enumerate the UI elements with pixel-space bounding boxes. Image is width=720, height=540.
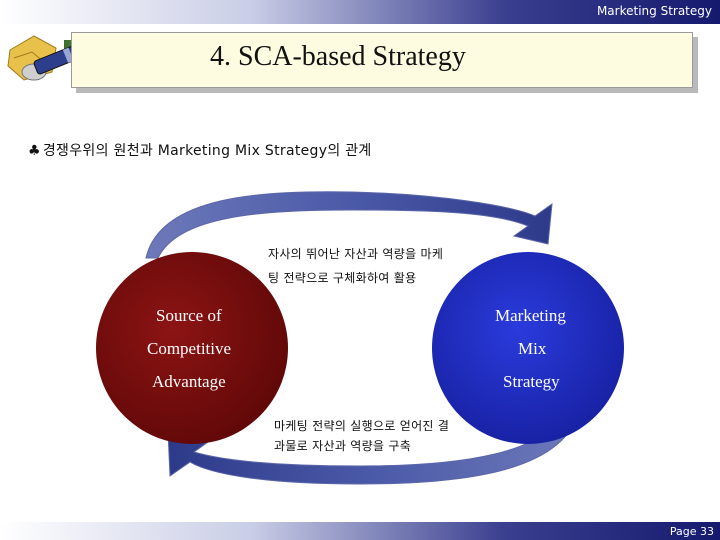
left-circle-line-2: Competitive (147, 339, 232, 358)
page-number: Page 33 (669, 525, 714, 538)
top-note-line-1: 자사의 뛰어난 자산과 역량을 마케 (268, 247, 444, 261)
title-box: 4. SCA-based Strategy (71, 32, 693, 88)
left-circle-line-3: Advantage (152, 372, 226, 391)
bottom-note-line-2: 과물로 자산과 역량을 구축 (274, 439, 412, 453)
right-circle-line-2: Mix (518, 339, 547, 358)
bottom-cycle-arrow (167, 407, 581, 485)
left-circle (96, 252, 288, 444)
top-note-line-2: 팅 전략으로 구체화하여 활용 (268, 271, 417, 285)
club-bullet-icon: ♣ (28, 143, 41, 159)
top-cycle-arrow (145, 191, 553, 259)
header-bar: Marketing Strategy (0, 0, 720, 24)
page-title: 4. SCA-based Strategy (210, 41, 466, 72)
right-circle-line-1: Marketing (495, 306, 566, 325)
header-title: Marketing Strategy (596, 4, 712, 18)
bottom-note-line-1: 마케팅 전략의 실행으로 얻어진 결 (274, 419, 450, 433)
right-circle (432, 252, 624, 444)
subtitle-text: 경쟁우위의 원천과 Marketing Mix Strategy의 관계 (42, 143, 372, 159)
top-note: 자사의 뛰어난 자산과 역량을 마케 팅 전략으로 구체화하여 활용 (268, 242, 443, 290)
footer-bar: Page 33 (0, 522, 720, 540)
left-circle-line-1: Source of (156, 306, 222, 325)
subtitle: ♣경쟁우위의 원천과 Marketing Mix Strategy의 관계 (28, 140, 372, 160)
right-circle-line-3: Strategy (503, 372, 560, 391)
bottom-note: 마케팅 전략의 실행으로 얻어진 결 과물로 자산과 역량을 구축 (274, 414, 449, 458)
